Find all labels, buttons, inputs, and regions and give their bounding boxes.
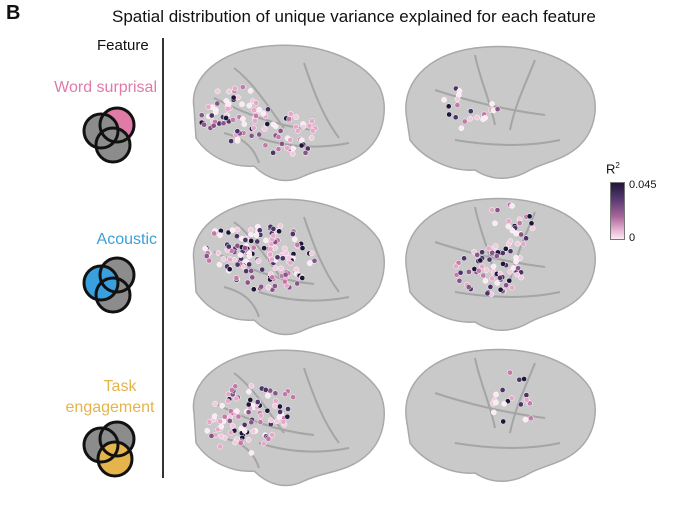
feature-column-header: Feature — [97, 37, 149, 54]
brain-task-right — [405, 348, 596, 482]
brain-word-surprisal-right — [405, 45, 596, 179]
feature-label-word-surprisal: Word surprisal — [54, 79, 157, 96]
panel-letter: B — [6, 2, 21, 24]
feature-label-task-line2: engagement — [65, 399, 155, 416]
brain-word-surprisal-left — [192, 44, 385, 182]
divider-line — [162, 38, 164, 478]
feature-label-acoustic: Acoustic — [96, 231, 157, 248]
feature-label-task-line1: Task — [103, 378, 137, 395]
brain-acoustic-right — [405, 197, 596, 331]
colorbar-min-label: 0 — [629, 232, 636, 244]
brain-task-left — [192, 349, 385, 487]
colorbar-max-label: 0.045 — [629, 179, 657, 191]
figure-title: Spatial distribution of unique variance … — [112, 7, 596, 26]
colorbar — [610, 182, 625, 240]
venn-task-engagement — [82, 420, 136, 478]
legend-title: R2 — [606, 161, 620, 177]
venn-acoustic — [82, 256, 136, 314]
venn-word-surprisal — [82, 106, 136, 164]
brain-acoustic-left — [192, 198, 385, 336]
